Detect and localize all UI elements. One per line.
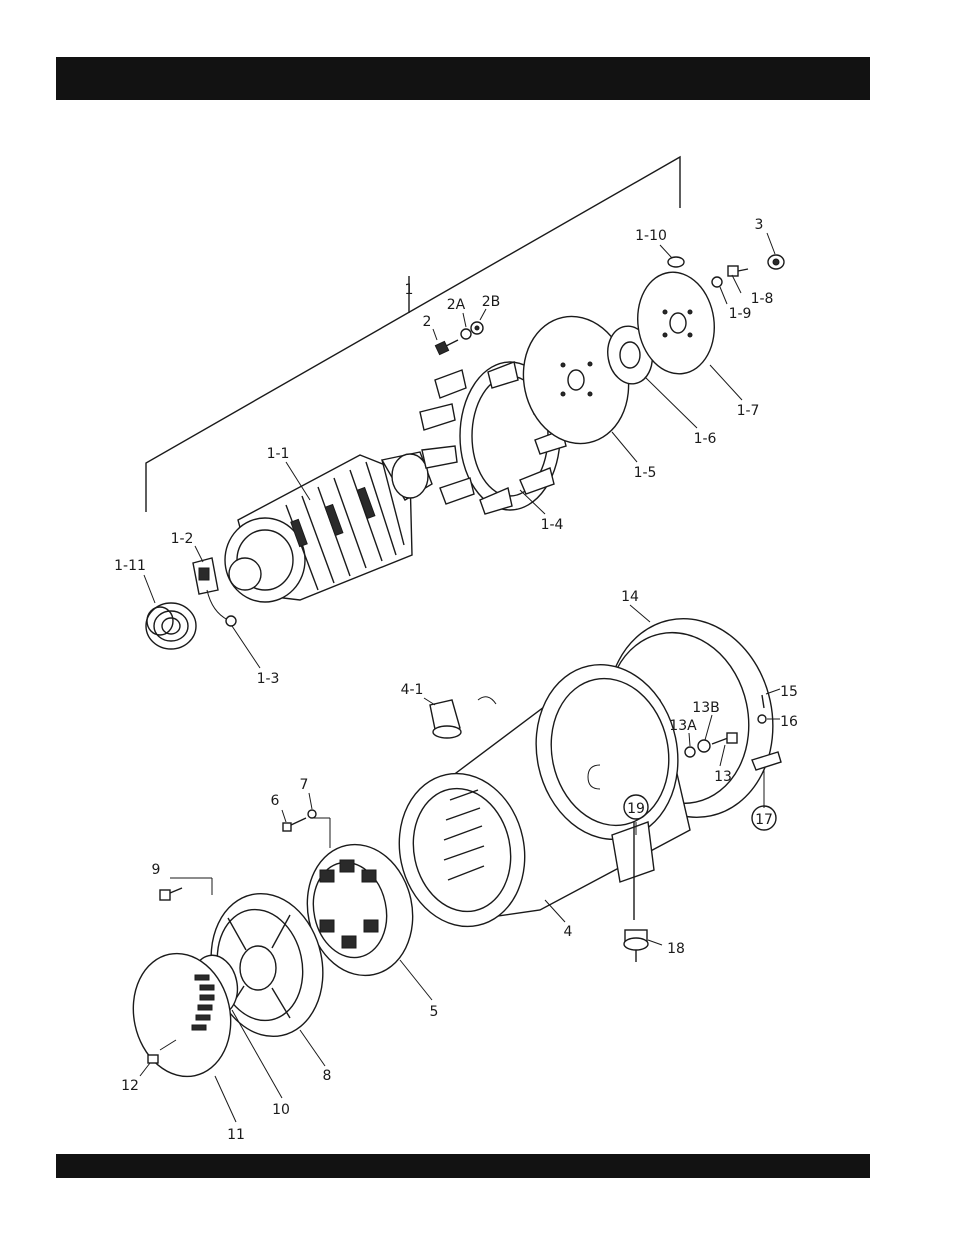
callout-c-14: 14 <box>621 589 639 605</box>
callout-c-10: 10 <box>272 1102 290 1118</box>
part-screw-12 <box>148 1055 158 1063</box>
callout-c-15: 15 <box>780 684 798 700</box>
callout-c-1-8: 1-8 <box>751 291 774 307</box>
callout-c-17: 17 <box>755 812 773 828</box>
callout-c-1-11: 1-11 <box>114 558 146 574</box>
callout-c-18: 18 <box>667 941 685 957</box>
callout-c-2a: 2A <box>447 297 466 313</box>
callout-c-13: 13 <box>714 769 732 785</box>
callout-c-2: 2 <box>423 314 432 330</box>
callout-c-1-5: 1-5 <box>634 465 657 481</box>
callout-c-1-4: 1-4 <box>541 517 564 533</box>
callout-c-6: 6 <box>271 793 280 809</box>
callout-c-1-3: 1-3 <box>257 671 280 687</box>
part-bolt-2 <box>435 322 483 355</box>
callout-c-8: 8 <box>323 1068 332 1084</box>
callout-c-13b: 13B <box>692 700 719 716</box>
callout-c-3: 3 <box>755 217 764 233</box>
callout-c-4-1: 4-1 <box>401 682 424 698</box>
part-screw-6 <box>283 810 316 831</box>
callout-c-12: 12 <box>121 1078 139 1094</box>
part-stator-frame <box>385 651 693 938</box>
callout-c-1-9: 1-9 <box>729 306 752 322</box>
callout-c-11: 11 <box>227 1127 245 1143</box>
part-bearing <box>146 603 196 649</box>
part-grommet <box>430 700 461 738</box>
part-bolt-9 <box>160 888 182 900</box>
callout-c-9: 9 <box>152 862 161 878</box>
callout-c-1-2: 1-2 <box>171 531 194 547</box>
callout-c-7: 7 <box>300 777 309 793</box>
callout-c-1-7: 1-7 <box>737 403 760 419</box>
callout-c-1-10: 1-10 <box>635 228 667 244</box>
callout-c-16: 16 <box>780 714 798 730</box>
callout-c-1-1: 1-1 <box>267 446 290 462</box>
callout-c-13a: 13A <box>669 718 697 734</box>
callout-c-1-6: 1-6 <box>694 431 717 447</box>
callout-c-5: 5 <box>430 1004 439 1020</box>
callout-c-19: 19 <box>627 801 645 817</box>
callout-c-1: 1 <box>405 282 414 298</box>
callout-c-2b: 2B <box>482 294 501 310</box>
part-rotor <box>225 452 452 602</box>
callout-c-4: 4 <box>564 924 573 940</box>
